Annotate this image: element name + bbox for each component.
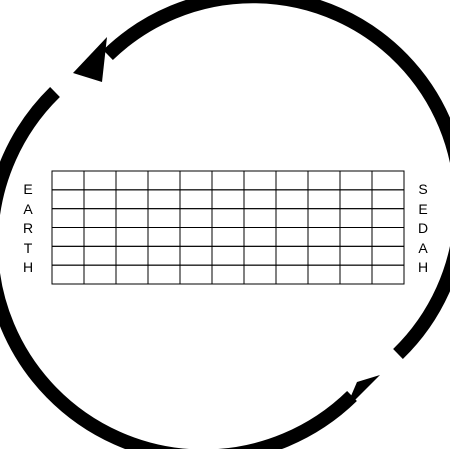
grid-cell [115,170,149,191]
grid-cell [211,170,245,191]
grid-cell [275,227,309,247]
grid-cell [211,189,245,210]
grid-cell [275,208,309,228]
grid-cell [147,208,181,228]
grid-cell [275,264,309,285]
grid-cell [275,189,309,210]
grid-cell [83,170,117,191]
grid-cell [51,208,85,228]
grid-cell [243,264,277,285]
grid-cell [83,189,117,210]
right-label-letter: S [418,181,428,197]
grid-cell [307,170,341,191]
grid-cell [83,227,117,247]
grid-cell [51,245,85,266]
grid-cell [83,264,117,285]
left-label-letter: T [23,239,33,256]
grid-cell [307,264,341,285]
top-arrowhead [73,37,107,82]
grid-cell [243,189,277,210]
grid-cell [179,245,213,266]
grid-cell [115,227,149,247]
grid-cell [307,208,341,228]
bottom-arrow-icon [0,87,380,449]
grid-cell [83,208,117,228]
grid-cell [243,245,277,266]
grid-cell [371,189,405,210]
grid-table [51,170,405,285]
grid-cell [243,170,277,191]
grid-cell [371,170,405,191]
right-label-letter: E [418,200,428,217]
grid-cell [179,189,213,210]
grid-cell [243,208,277,228]
bottom-arrowhead [345,375,380,410]
grid-cell [51,264,85,285]
grid-cell [275,170,309,191]
grid-cell [115,245,149,266]
grid-cell [339,170,373,191]
right-label-letter: D [417,220,429,237]
grid-cell [179,170,213,191]
grid-cell [211,208,245,228]
left-label-letter: H [22,259,34,276]
right-label-letter: A [418,239,428,256]
grid-cell [147,245,181,266]
grid-cell [243,227,277,247]
grid-cell [115,264,149,285]
grid-cell [371,264,405,285]
left-label-letter: E [23,181,33,197]
grid-cell [115,208,149,228]
grid-cell [179,208,213,228]
grid-cell [179,264,213,285]
grid-cell [371,208,405,228]
grid-cell [147,264,181,285]
grid-cell [51,227,85,247]
grid-cell [147,227,181,247]
right-label-letter: H [417,259,429,276]
grid-cell [307,227,341,247]
left-label-letter: R [22,220,34,237]
left-label-letter: A [23,200,33,217]
top-arrow-icon [73,0,450,360]
grid-cell [115,189,149,210]
grid-cell [339,208,373,228]
grid-cell [83,245,117,266]
grid-cell [211,264,245,285]
top-arc [103,0,450,360]
grid-cell [179,227,213,247]
grid-cell [339,227,373,247]
grid-cell [211,245,245,266]
bottom-arc [0,87,357,449]
grid-cell [339,189,373,210]
grid-cell [307,189,341,210]
grid-cell [51,189,85,210]
grid-cell [211,227,245,247]
grid-cell [147,189,181,210]
grid-cell [51,170,85,191]
grid-cell [147,170,181,191]
grid-cell [307,245,341,266]
grid-cell [339,245,373,266]
grid-cell [371,245,405,266]
grid-cell [371,227,405,247]
grid-cell [339,264,373,285]
grid-cell [275,245,309,266]
